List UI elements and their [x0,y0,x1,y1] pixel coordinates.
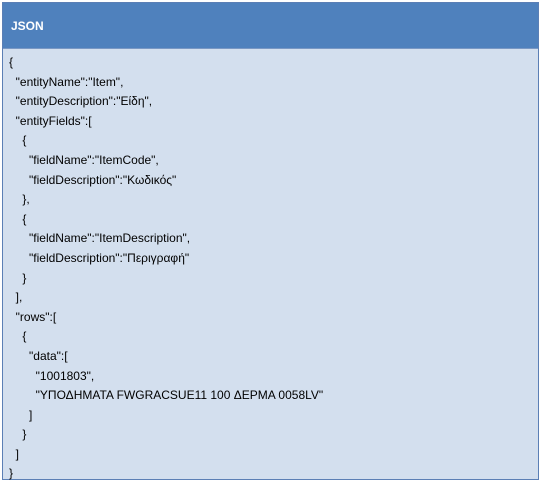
code-line: "fieldDescription":"Περιγραφή" [9,250,190,265]
code-line: "fieldDescription":"Κωδικός" [9,172,177,187]
code-line: } [9,466,14,481]
code-line: "fieldName":"ItemDescription", [9,231,191,246]
code-line: "entityFields":[ [9,113,92,128]
code-line: }, [9,192,30,207]
code-line: { [9,55,14,69]
code-line: ], [9,290,23,305]
code-line: "entityDescription":"Είδη", [9,94,153,109]
code-line: ] [9,446,20,461]
panel-title: JSON [3,3,538,49]
code-line: } [9,427,27,442]
code-line: } [9,270,27,285]
code-line: { [9,329,27,344]
code-line: "1001803", [9,368,95,383]
code-line: { [9,133,27,148]
json-code-block: { "entityName":"Item", "entityDescriptio… [3,50,538,480]
json-panel: JSON { "entityName":"Item", "entityDescr… [2,2,539,480]
code-line: ] [9,407,33,422]
code-line: "rows":[ [9,309,57,324]
code-line: "entityName":"Item", [9,74,124,89]
code-line: { [9,211,27,226]
code-line: "fieldName":"ItemCode", [9,152,159,167]
code-line: "ΥΠΟΔΗΜΑΤΑ FWGRACSUE11 100 ΔΕΡΜΑ 0058LV" [9,388,324,403]
code-line: "data":[ [9,348,68,363]
